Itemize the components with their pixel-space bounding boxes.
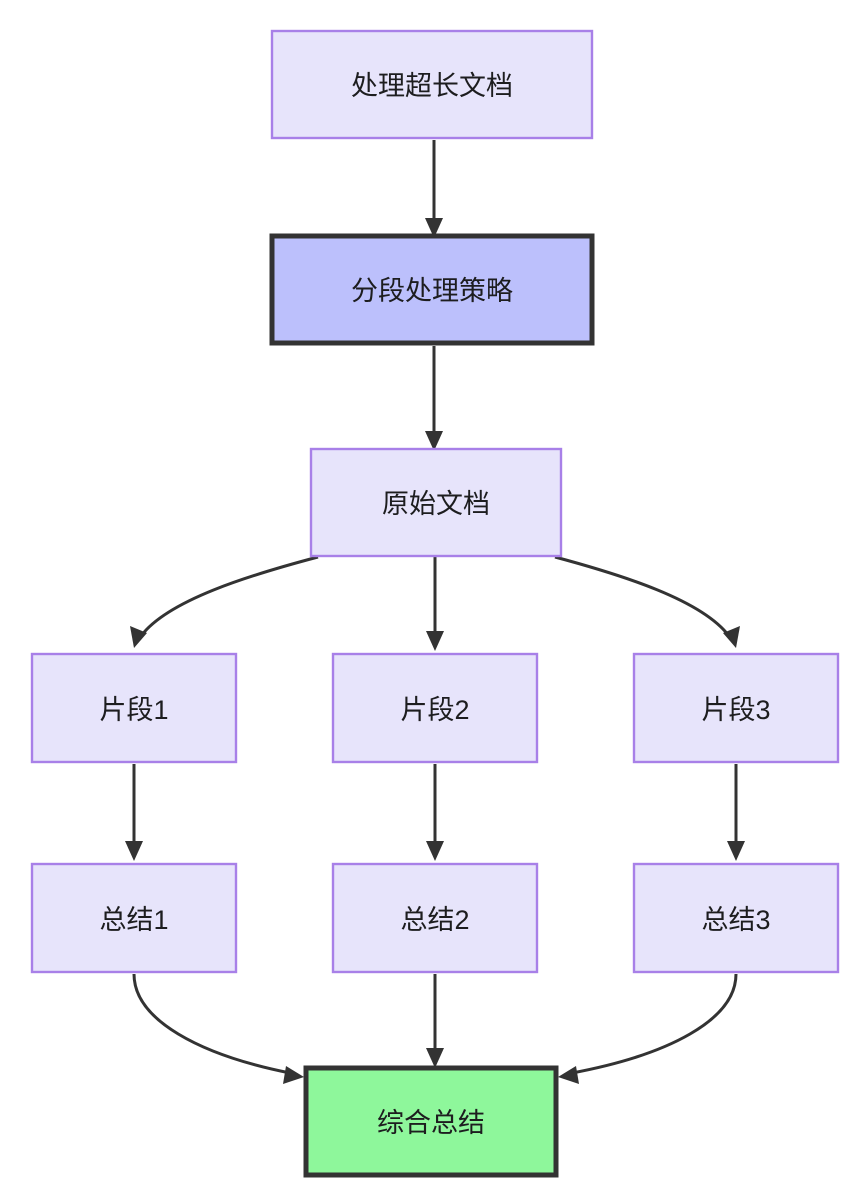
arrowhead-icon <box>727 841 745 861</box>
node-summary-2[interactable]: 总结2 <box>331 862 539 974</box>
node-box[interactable] <box>309 447 563 558</box>
node-box[interactable] <box>632 862 840 974</box>
node-label: 综合总结 <box>377 1108 485 1138</box>
arrowhead-icon <box>558 1066 579 1084</box>
edge-n5-n8 <box>426 764 444 861</box>
edge-n9-n10 <box>558 973 738 1084</box>
edge-n4-n7 <box>125 764 143 861</box>
node-box[interactable] <box>269 233 595 346</box>
arrowhead-icon <box>425 431 443 451</box>
node-summary-3[interactable]: 总结3 <box>632 862 840 974</box>
node-combined-summary[interactable]: 综合总结 <box>303 1065 559 1178</box>
edge-n8-n10 <box>426 974 444 1068</box>
node-box[interactable] <box>331 652 539 764</box>
node-label: 总结3 <box>701 905 770 935</box>
arrowhead-icon <box>125 841 143 861</box>
arrowhead-icon <box>283 1066 304 1084</box>
node-box[interactable] <box>30 652 238 764</box>
edge-n3-n6 <box>554 555 740 648</box>
node-process-long-document[interactable]: 处理超长文档 <box>270 29 594 140</box>
arrowhead-icon <box>130 626 147 648</box>
node-label: 片段2 <box>400 695 469 725</box>
node-label: 总结2 <box>400 905 469 935</box>
edge-line <box>571 973 738 1075</box>
node-box[interactable] <box>303 1065 559 1178</box>
arrowhead-icon <box>426 631 444 651</box>
edge-n7-n10 <box>132 973 304 1084</box>
arrowhead-icon <box>426 1048 444 1068</box>
node-chunking-strategy[interactable]: 分段处理策略 <box>269 233 595 346</box>
node-box[interactable] <box>632 652 840 764</box>
node-box[interactable] <box>30 862 238 974</box>
node-label: 片段1 <box>99 695 168 725</box>
node-summary-1[interactable]: 总结1 <box>30 862 238 974</box>
arrowhead-icon <box>425 218 443 238</box>
node-box[interactable] <box>331 862 539 974</box>
node-fragment-1[interactable]: 片段1 <box>30 652 238 764</box>
node-original-document[interactable]: 原始文档 <box>309 447 563 558</box>
node-box[interactable] <box>270 29 594 140</box>
edge-n3-n4 <box>130 555 319 648</box>
node-fragment-3[interactable]: 片段3 <box>632 652 840 764</box>
node-label: 处理超长文档 <box>351 71 513 101</box>
node-label: 分段处理策略 <box>351 276 513 306</box>
edge-line <box>139 555 319 637</box>
node-label: 原始文档 <box>382 489 490 519</box>
edge-n3-n5 <box>426 557 444 651</box>
edge-layer <box>125 140 745 1084</box>
node-label: 片段3 <box>701 695 770 725</box>
node-fragment-2[interactable]: 片段2 <box>331 652 539 764</box>
edge-line <box>554 555 731 637</box>
edge-n2-n3 <box>425 346 443 451</box>
edge-n1-n2 <box>425 140 443 238</box>
arrowhead-icon <box>723 626 740 648</box>
node-layer: 处理超长文档 分段处理策略 原始文档 片段1 片段2 片段3 <box>30 29 840 1178</box>
arrowhead-icon <box>426 841 444 861</box>
node-label: 总结1 <box>99 905 168 935</box>
edge-n6-n9 <box>727 764 745 861</box>
edge-line <box>132 973 291 1075</box>
